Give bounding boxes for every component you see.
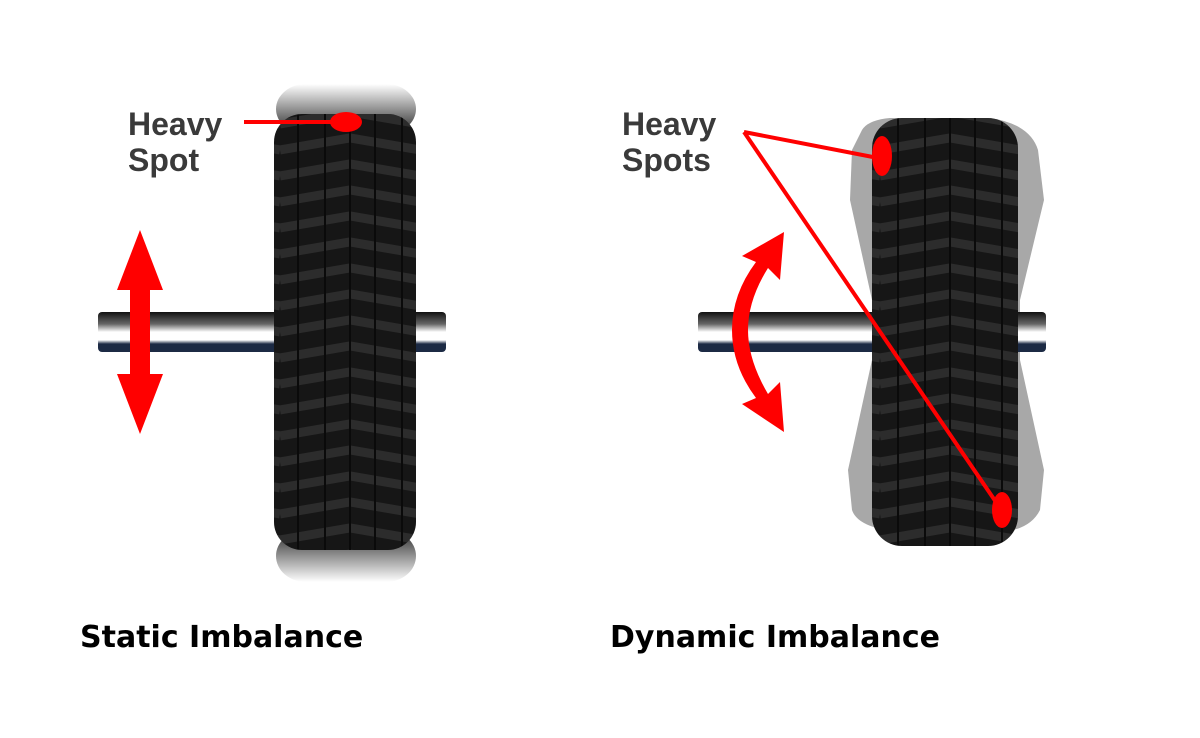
curved-double-arrow-icon bbox=[732, 232, 784, 432]
heavy-spots-label-line2: Spots bbox=[622, 142, 711, 178]
tire bbox=[872, 118, 1018, 546]
dynamic-imbalance-title: Dynamic Imbalance bbox=[610, 620, 940, 655]
heavy-spot-label-line2: Spot bbox=[128, 142, 200, 178]
heavy-spot-marker-top bbox=[872, 136, 892, 176]
heavy-spot-marker bbox=[330, 112, 362, 132]
heavy-spot-label-line1: Heavy bbox=[128, 106, 223, 142]
heavy-spots-label: Heavy Spots bbox=[622, 106, 716, 178]
callout-line-top bbox=[743, 130, 879, 160]
heavy-spot-marker-bottom bbox=[992, 492, 1012, 528]
static-imbalance-title: Static Imbalance bbox=[80, 620, 364, 655]
callout-line-bottom bbox=[742, 130, 1002, 510]
dynamic-imbalance-diagram: Heavy Spots Dynamic Imbalance bbox=[600, 0, 1200, 738]
vertical-double-arrow-icon bbox=[117, 230, 163, 434]
static-imbalance-illustration bbox=[98, 84, 446, 582]
dynamic-imbalance-illustration bbox=[698, 118, 1046, 546]
heavy-spot-label: Heavy Spot bbox=[128, 106, 222, 178]
heavy-spots-label-line1: Heavy bbox=[622, 106, 717, 142]
tire bbox=[274, 114, 416, 550]
static-imbalance-diagram: Heavy Spot Static Imbalance bbox=[80, 84, 446, 655]
